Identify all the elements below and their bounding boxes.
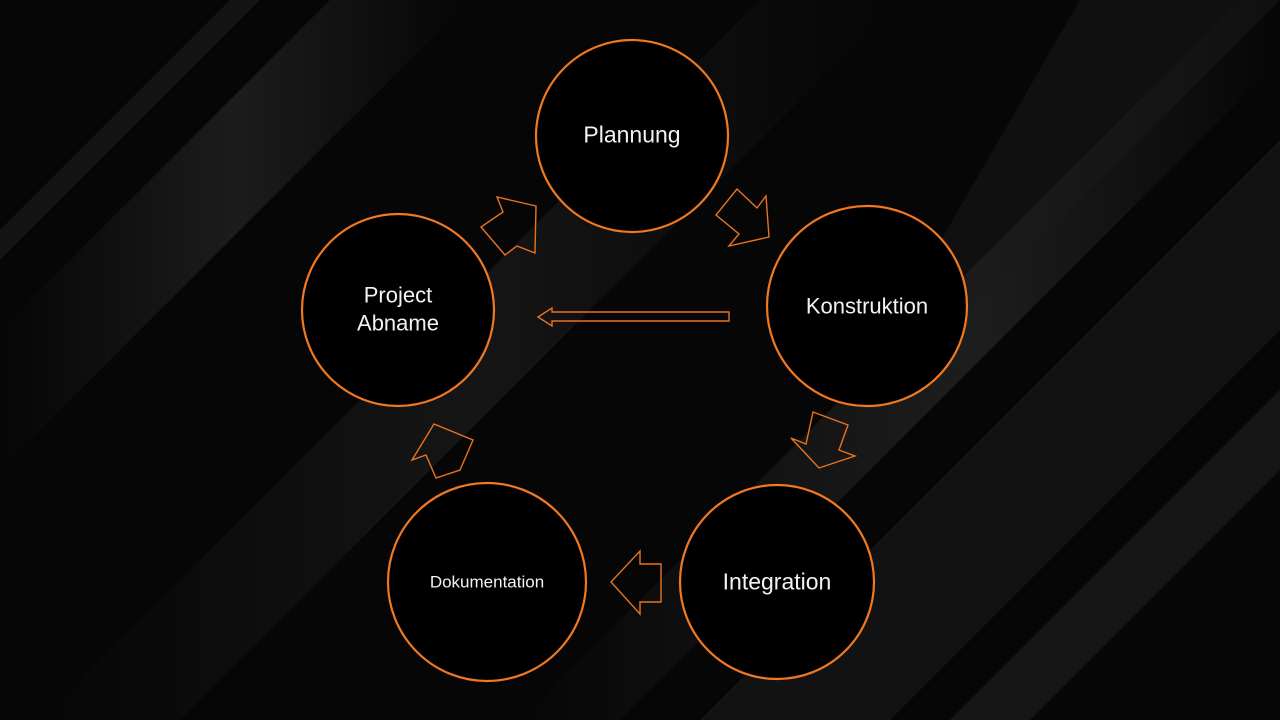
- arrow-acceptance-to-planning: [479, 196, 537, 256]
- node-planning-circle: [534, 38, 730, 234]
- arrow-construction-to-integration: [790, 411, 858, 469]
- arrow-planning-to-construction: [715, 187, 770, 248]
- node-acceptance-circle: [300, 212, 496, 408]
- node-documentation-label: Dokumentation: [429, 572, 545, 592]
- node-construction-label: Konstruktion: [805, 293, 929, 319]
- node-planning-label: Plannung: [583, 121, 681, 148]
- node-integration-circle: [678, 483, 876, 681]
- node-acceptance-label-line2: Abname: [357, 310, 439, 335]
- node-acceptance-label: Project Abname: [357, 282, 439, 337]
- node-integration-label: Integration: [722, 568, 832, 595]
- node-acceptance-label-line1: Project: [363, 282, 433, 308]
- arrow-construction-to-acceptance: [536, 306, 730, 328]
- node-construction-circle: [765, 204, 969, 408]
- arrow-integration-to-documentation: [610, 549, 662, 616]
- node-documentation-circle: [386, 481, 588, 683]
- arrow-documentation-to-acceptance: [410, 423, 474, 479]
